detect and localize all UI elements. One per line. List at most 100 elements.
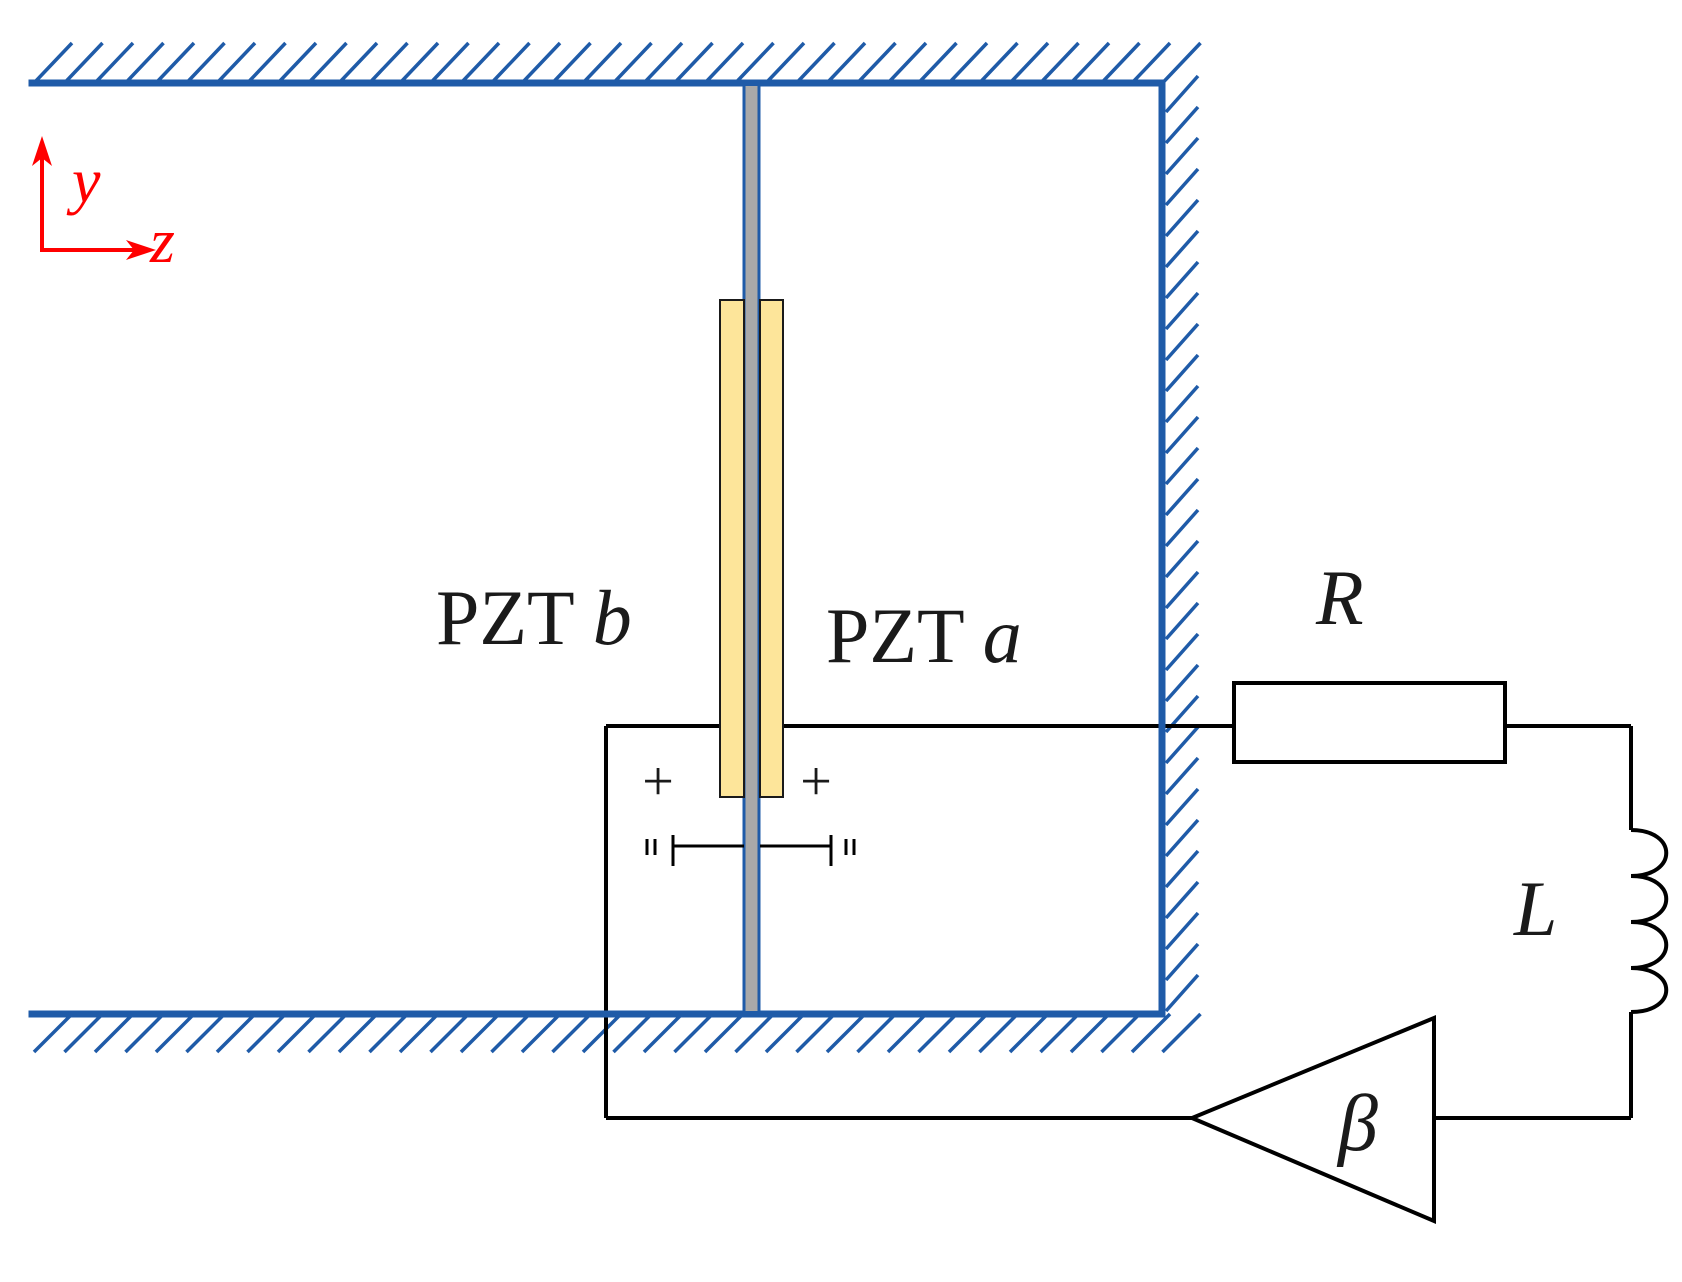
top-hatch-mark (1130, 41, 1172, 85)
pzt-a-polarity: + (800, 751, 832, 813)
end-hatch-mark (1164, 725, 1200, 765)
end-hatch-mark (1164, 260, 1200, 300)
top-hatch-mark (1039, 41, 1080, 85)
bottom-hatch-mark (154, 1012, 196, 1054)
end-hatch-mark (1164, 322, 1200, 362)
bottom-hatch-mark (93, 1012, 135, 1054)
end-hatch-mark (1164, 539, 1200, 579)
end-hatch-mark (1164, 105, 1200, 145)
end-hatch-mark (1164, 911, 1200, 951)
top-hatch-mark (764, 41, 806, 85)
top-hatch-mark (459, 41, 501, 85)
end-hatch-mark (1164, 167, 1200, 207)
amplifier-label: β (1336, 1080, 1378, 1168)
bottom-hatch-mark (673, 1012, 714, 1054)
top-hatch-mark (63, 41, 104, 85)
end-hatch-mark (1164, 570, 1200, 610)
bottom-hatch-mark (795, 1012, 836, 1054)
bottom-hatch-mark (1161, 1012, 1202, 1054)
bottom-hatch-mark (886, 1012, 928, 1054)
top-hatch-mark (32, 41, 74, 85)
bottom-hatch-mark (947, 1012, 989, 1054)
top-hatch-mark (978, 41, 1019, 85)
bottom-hatch-mark (978, 1012, 1019, 1054)
top-hatch-mark (673, 41, 714, 85)
pzt-a-label: PZT a (826, 592, 1022, 679)
top-hatch-mark (1100, 41, 1141, 85)
end-hatch-mark (1164, 477, 1200, 517)
top-hatch-mark (734, 41, 775, 85)
bottom-hatch-mark (368, 1012, 409, 1054)
top-hatch-mark (93, 41, 135, 85)
bottom-hatch-mark (581, 1012, 623, 1054)
bottom-hatch-mark (459, 1012, 501, 1054)
top-hatch-mark (917, 41, 958, 85)
top-hatch-mark (856, 41, 897, 85)
end-hatch-mark (1164, 880, 1200, 920)
top-hatch-mark (398, 41, 440, 85)
top-hatch-mark (947, 41, 989, 85)
top-hatch-mark (581, 41, 623, 85)
duct-walls (28, 79, 1166, 1018)
end-hatch-mark (1164, 787, 1200, 827)
pzt-a-prefix: PZT (826, 592, 964, 679)
pzt-b-prefix: PZT (436, 574, 574, 661)
circuit-wires (604, 724, 1633, 1120)
end-hatch-mark (1164, 973, 1200, 1013)
bottom-hatch-mark (1069, 1012, 1111, 1054)
bottom-hatch-mark (764, 1012, 806, 1054)
end-hatch-mark (1164, 601, 1200, 641)
top-hatch-mark (1069, 41, 1111, 85)
bottom-hatch-mark (1130, 1012, 1172, 1054)
top-hatch-mark (1008, 41, 1050, 85)
inductor-coil (1630, 828, 1669, 1014)
top-hatch-mark (520, 41, 562, 85)
bottom-hatch-mark (612, 1012, 653, 1054)
z-axis-label: z (149, 205, 175, 276)
end-hatch-mark (1164, 229, 1200, 269)
bottom-hatch-mark (734, 1012, 775, 1054)
pzt-b-letter: b (593, 574, 632, 661)
end-hatch-mark (1164, 136, 1200, 176)
end-hatch-mark (1164, 756, 1200, 796)
bottom-hatch-mark (429, 1012, 470, 1054)
y-axis-label: y (66, 145, 101, 216)
bottom-hatch-mark (185, 1012, 226, 1054)
pzt-b-patch (719, 299, 745, 798)
bottom-hatch-mark (63, 1012, 104, 1054)
top-wall-hatching (32, 41, 1202, 85)
top-hatch-mark (124, 41, 165, 85)
end-hatch-mark (1164, 942, 1200, 982)
top-hatch-mark (429, 41, 470, 85)
bottom-hatch-mark (825, 1012, 867, 1054)
pzt-a-patch (759, 299, 784, 798)
top-hatch-mark (1161, 41, 1202, 85)
amplifier-triangle (1186, 1015, 1436, 1225)
bottom-hatch-mark (703, 1012, 745, 1054)
end-hatch-mark (1164, 384, 1200, 424)
end-hatch-mark (1164, 849, 1200, 889)
top-hatch-mark (703, 41, 745, 85)
resistor (1232, 681, 1507, 764)
top-hatch-mark (185, 41, 226, 85)
top-hatch-mark (368, 41, 409, 85)
bottom-hatch-mark (215, 1012, 257, 1054)
top-hatch-mark (825, 41, 867, 85)
bottom-hatch-mark (490, 1012, 531, 1054)
pzt-b-label: PZT b (436, 574, 632, 661)
bottom-hatch-mark (276, 1012, 318, 1054)
z-axis-arrowhead (126, 240, 156, 260)
center-plate (742, 86, 761, 1011)
end-hatch-mark (1164, 632, 1200, 672)
bottom-hatch-mark (917, 1012, 958, 1054)
top-hatch-mark (276, 41, 318, 85)
bottom-hatch-mark (642, 1012, 684, 1054)
bottom-hatch-mark (1039, 1012, 1080, 1054)
inductor-label: L (1513, 865, 1557, 952)
bottom-hatch-mark (337, 1012, 379, 1054)
end-hatch-mark (1164, 415, 1200, 455)
bottom-hatch-mark (398, 1012, 440, 1054)
top-hatch-mark (886, 41, 928, 85)
end-hatch-mark (1164, 353, 1200, 393)
